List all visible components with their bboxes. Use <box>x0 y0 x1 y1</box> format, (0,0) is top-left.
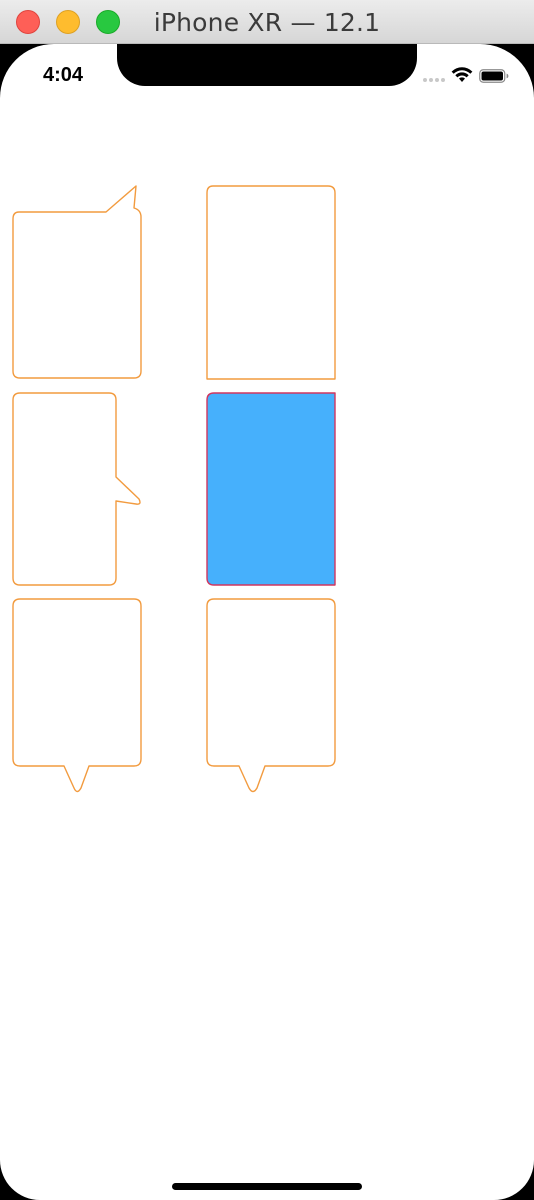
bubble-tail-right[interactable] <box>12 392 141 586</box>
bubble-tail-top-right[interactable] <box>12 185 142 379</box>
cellular-signal-icon <box>423 78 447 84</box>
minimize-window-button[interactable] <box>56 10 80 34</box>
wifi-icon <box>451 67 473 82</box>
device-notch <box>117 44 417 86</box>
bubble-tail-bottom-left[interactable] <box>12 598 142 793</box>
bubble-tail-bottom-center[interactable] <box>206 598 336 793</box>
home-indicator[interactable] <box>172 1183 362 1190</box>
title-bar[interactable]: iPhone XR — 12.1 <box>0 0 534 44</box>
close-window-button[interactable] <box>16 10 40 34</box>
bubble-selected[interactable] <box>206 392 336 586</box>
status-time: 4:04 <box>43 64 84 86</box>
bubble-canvas <box>12 185 336 793</box>
bubble-no-tail[interactable] <box>206 185 336 380</box>
window-title: iPhone XR — 12.1 <box>153 8 381 37</box>
device-screen: 4:04 <box>0 44 534 1200</box>
battery-icon <box>479 69 509 83</box>
zoom-window-button[interactable] <box>96 10 120 34</box>
